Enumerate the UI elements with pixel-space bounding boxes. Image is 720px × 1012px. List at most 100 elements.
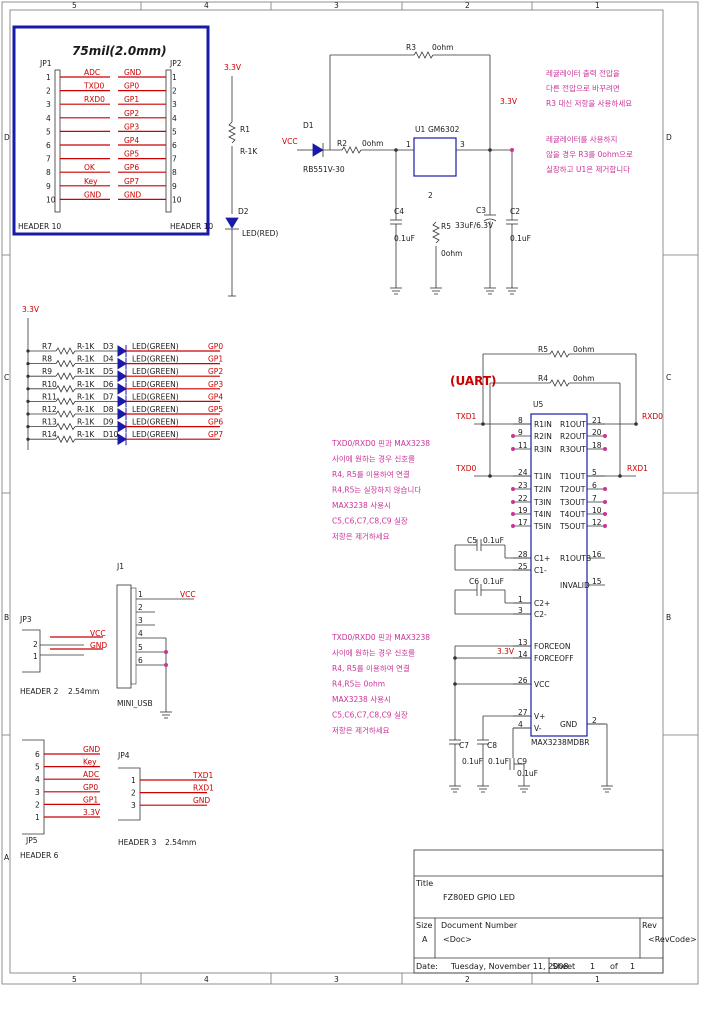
u5-pin-number: 1	[518, 595, 523, 604]
reg-vcc: VCC	[282, 137, 298, 146]
jp5-name: HEADER 6	[20, 851, 59, 860]
uart-rxd0: RXD0	[642, 412, 663, 421]
jp4-pin-number: 2	[131, 789, 136, 798]
c3-ref: C3	[476, 206, 486, 215]
usb-pin: 5	[138, 643, 143, 652]
c4-value: 0.1uF	[394, 234, 415, 243]
size-value: A	[422, 935, 428, 944]
junction	[453, 656, 457, 660]
note-line: 사이에 원하는 경우 신호를	[332, 648, 415, 658]
row-letter: D	[666, 133, 672, 142]
led-ref: D9	[103, 418, 114, 427]
c3-value: 33uF/6.3V	[455, 221, 494, 230]
u5-pin-name: T4IN	[533, 510, 551, 519]
resistor-symbol	[55, 372, 76, 381]
c9-value: 0.1uF	[517, 769, 538, 778]
jp2-pin-number: 6	[172, 141, 177, 150]
jp2-signal: GP7	[124, 177, 139, 186]
u5-pin-name: T5OUT	[559, 522, 586, 531]
led-symbol	[117, 382, 127, 395]
c9-ref: C9	[517, 757, 527, 766]
c8-value: 0.1uF	[488, 757, 509, 766]
r2-ref: R2	[337, 139, 347, 148]
net-port	[603, 500, 607, 504]
jp2-signal: GP3	[124, 122, 139, 131]
c5-ref: C5	[467, 536, 477, 545]
junction	[394, 148, 398, 152]
jp1-name: HEADER 10	[18, 222, 61, 231]
jp2-ref: JP2	[169, 59, 182, 68]
usb-name: MINI_USB	[117, 699, 153, 708]
jp5-signal: GP0	[83, 783, 98, 792]
title-block: Title FZ80ED GPIO LED Size A Document Nu…	[413, 849, 697, 974]
u5-pin-number: 10	[592, 506, 602, 515]
jp1-pin-number: 4	[46, 114, 51, 123]
note-line: TXD0/RXD0 핀과 MAX3238	[331, 439, 430, 448]
led-resistor-ref: R12	[42, 405, 57, 414]
uart-supply: 3.3V	[497, 647, 515, 656]
u1-pin1: 1	[406, 140, 411, 149]
jp4-pin-number: 3	[131, 801, 136, 810]
led-resistor-value: R-1K	[77, 367, 95, 376]
row-letter: B	[666, 613, 671, 622]
net-port	[510, 148, 514, 152]
power-led-circuit	[225, 76, 239, 297]
date-value: Tuesday, November 11, 2008	[450, 962, 568, 971]
u5-pin-name: T5IN	[533, 522, 551, 531]
jp3-name: HEADER 2	[20, 687, 59, 696]
r1-ref: R1	[240, 125, 250, 134]
col-number: 4	[204, 975, 209, 984]
sheet-total: 1	[630, 962, 635, 971]
jp1-pin-number: 6	[46, 141, 51, 150]
jp4-pin-number: 1	[131, 776, 136, 785]
jp1-pin-number: 9	[46, 182, 51, 191]
note-line: MAX3238 사용시	[332, 501, 391, 510]
junction	[26, 425, 30, 429]
rev-value: <RevCode>	[648, 935, 697, 944]
schematic-title: FZ80ED GPIO LED	[443, 893, 515, 902]
u5-pin-name: R1OUTB	[560, 554, 591, 563]
led-net-label: GP1	[208, 355, 223, 364]
rev-label: Rev	[642, 921, 657, 930]
u5-pin-name: R1OUT	[560, 420, 586, 429]
led-resistor-value: R-1K	[77, 342, 95, 351]
jp3-signal: VCC	[90, 629, 106, 638]
u5-right-pins: 21R1OUT20R2OUT18R3OUT5T1OUT6T2OUT7T3OUT1…	[559, 416, 607, 729]
led-value: LED(GREEN)	[132, 405, 179, 414]
u5-pin-number: 18	[592, 441, 602, 450]
usb-ref: J1	[116, 562, 124, 571]
jp2-signal: GP5	[124, 150, 139, 159]
led-symbol	[117, 395, 127, 408]
u5-pin-number: 23	[518, 481, 528, 490]
jp5-signal: 3.3V	[83, 808, 101, 817]
jp2-pin-number: 4	[172, 114, 177, 123]
led-value: LED(GREEN)	[132, 355, 179, 364]
c4-ref: C4	[394, 207, 404, 216]
led-resistor-value: R-1K	[77, 405, 95, 414]
u5-pin-name: R1IN	[534, 420, 552, 429]
power-led-supply: 3.3V	[224, 63, 242, 72]
u5-pin-number: 15	[592, 577, 602, 586]
led-resistor-ref: R9	[42, 367, 52, 376]
usb-pin: 4	[138, 629, 143, 638]
d1-ref: D1	[303, 121, 314, 130]
jp2-signal: GND	[124, 190, 141, 199]
led-symbol	[117, 370, 127, 383]
u1-value: GM6302	[428, 125, 460, 134]
u5-pin-name: C1+	[534, 554, 550, 563]
size-label: Size	[416, 921, 433, 930]
resistor-symbol	[55, 359, 76, 368]
doc-value: <Doc>	[443, 935, 472, 944]
r5-reg-ref: R5	[441, 222, 451, 231]
c6-ref: C6	[469, 577, 479, 586]
jp1-signal: RXD0	[84, 95, 105, 104]
led-net-label: GP2	[208, 367, 223, 376]
c2-value: 0.1uF	[510, 234, 531, 243]
col-number: 4	[204, 1, 209, 10]
d2-ref: D2	[238, 207, 249, 216]
